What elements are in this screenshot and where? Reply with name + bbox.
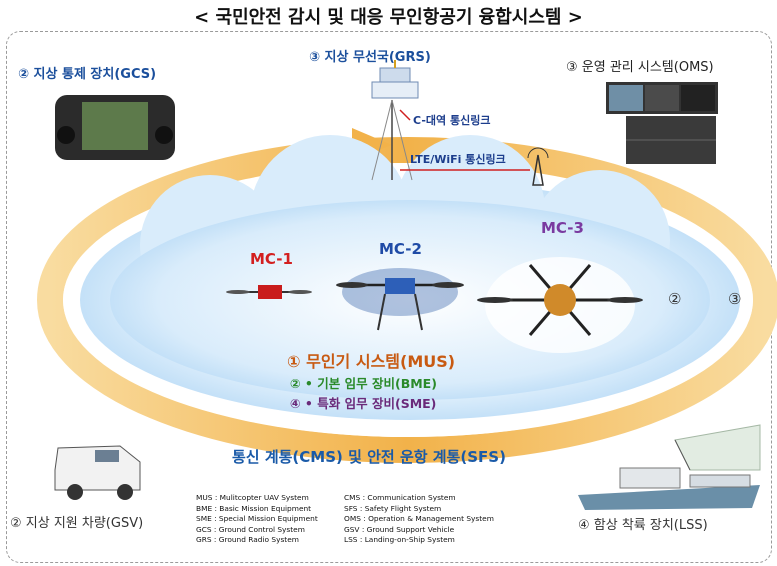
page-title: < 국민안전 감시 및 대응 무인항공기 융합시스템 > (194, 7, 583, 28)
lte-link-label: LTE/WiFi 통신링크 (410, 153, 506, 166)
mus-label: ① 무인기 시스템(MUS) (287, 352, 456, 371)
ring-marker-2: ② (668, 290, 682, 308)
mc3-drone-icon (477, 257, 643, 353)
cloud-shape (80, 135, 740, 420)
sme-label: ④ • 특화 임무 장비(SME) (290, 396, 437, 411)
lte-tower-icon (527, 147, 549, 186)
legend-item: LSS : Landing-on-Ship System (344, 535, 455, 545)
mc1-drone-icon (226, 285, 312, 299)
legend-item: GRS : Ground Radio System (196, 535, 299, 545)
legend-item: MUS : Mulitcopter UAV System (196, 493, 309, 502)
legend-item: SME : Special Mission Equipment (196, 514, 318, 524)
gsv-label: ② 지상 지원 차량(GSV) (10, 516, 144, 531)
oms-label: ③ 운영 관리 시스템(OMS) (566, 60, 714, 75)
lss-ship-icon (578, 424, 761, 510)
mc2-drone-icon (336, 268, 464, 331)
legend-item: OMS : Operation & Management System (344, 514, 494, 524)
ring-marker-3: ③ (728, 290, 742, 308)
legend-item: GSV : Ground Support Vehicle (344, 524, 455, 534)
mc1-label: MC-1 (250, 250, 293, 268)
cycle-ring-arrow (37, 137, 777, 463)
legend-item: BME : Basic Mission Equipment (196, 503, 312, 513)
gcs-controller-icon (55, 95, 175, 160)
legend-item: SFS : Safety Flight System (344, 503, 442, 513)
gsv-van-icon (54, 445, 141, 500)
cms-sfs-label: 통신 계통(CMS) 및 안전 운항 계통(SFS) (232, 448, 506, 466)
abbreviation-legend: MUS : Mulitcopter UAV System CMS : Commun… (196, 493, 494, 546)
c-band-link-label: C-대역 통신링크 (413, 114, 491, 127)
lss-label: ④ 함상 착륙 장치(LSS) (578, 518, 708, 533)
legend-item: GCS : Ground Control System (196, 524, 305, 534)
mc2-label: MC-2 (379, 240, 422, 258)
oms-console-icon (606, 82, 718, 164)
mc3-label: MC-3 (541, 219, 584, 237)
grs-antenna-icon (371, 60, 419, 99)
bme-label: ② • 기본 임무 장비(BME) (290, 376, 437, 391)
gcs-label: ② 지상 통제 장치(GCS) (18, 67, 157, 82)
grs-label: ③ 지상 무선국(GRS) (309, 50, 431, 65)
link-pointer (399, 109, 411, 121)
legend-item: CMS : Communication System (344, 493, 456, 502)
